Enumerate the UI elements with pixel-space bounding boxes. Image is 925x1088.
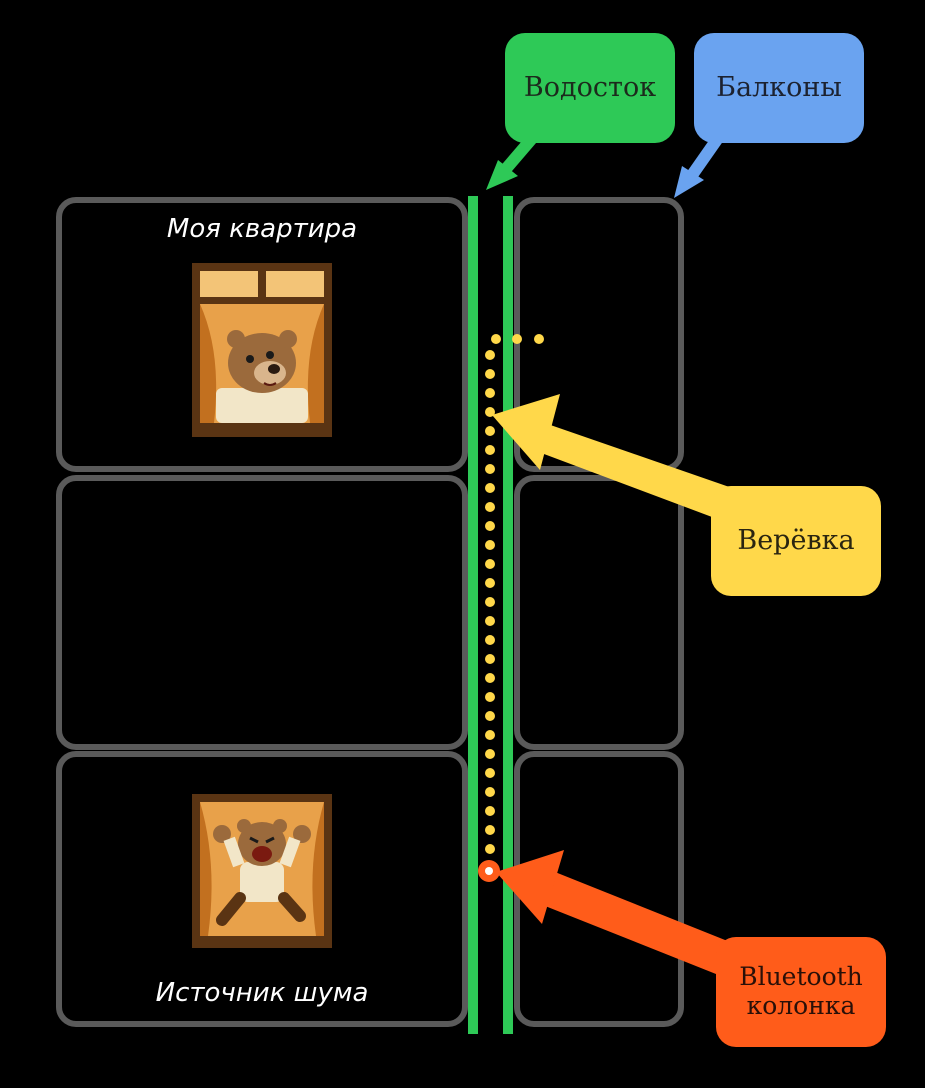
balconies-arrow [674,134,723,198]
noise-source-label: Источник шума [155,978,369,1008]
drainpipe-line-right [503,196,513,1034]
rope-dot [485,768,495,778]
speaker-callout: Bluetooth колонка [716,937,886,1047]
rope-dot [485,445,495,455]
my-apartment-label: Моя квартира [166,214,358,244]
calm-bear-in-window-icon [192,263,332,437]
rope-dot [485,350,495,360]
rope-dot [485,654,495,664]
rope-dot [534,334,544,344]
rope-dot [485,692,495,702]
drainpipe-line-left [468,196,478,1034]
rope-dot [485,559,495,569]
drainpipe-callout: Водосток [505,33,675,143]
speaker-arrow [496,850,740,978]
rope-dot [485,749,495,759]
rope-dot [485,730,495,740]
rope-dot [485,407,495,417]
rope-dot [485,635,495,645]
balcony-box-middle [514,475,684,750]
rope-dotted-line [485,334,544,854]
bluetooth-speaker-marker [478,860,500,882]
rope-dot [485,464,495,474]
rope-dot [485,616,495,626]
rope-dot [485,388,495,398]
rope-dot [485,711,495,721]
rope-dot [512,334,522,344]
rope-dot [485,369,495,379]
apartment-box-top [56,197,468,472]
rope-dot [485,540,495,550]
rope-arrow [492,394,738,520]
rope-dot [485,521,495,531]
rope-dot [485,806,495,816]
rope-dot [485,597,495,607]
apartment-box-bottom [56,751,468,1027]
rope-dot [485,426,495,436]
rope-dot [485,502,495,512]
rope-callout: Верёвка [711,486,881,596]
angry-bear-in-window-icon [192,794,332,948]
rope-dot [485,787,495,797]
rope-dot [491,334,501,344]
rope-dot [485,844,495,854]
rope-dot [485,483,495,493]
rope-dot [485,825,495,835]
drainpipe-arrow [486,131,540,190]
rope-dot [485,578,495,588]
balconies-callout: Балконы [694,33,864,143]
rope-dot [485,673,495,683]
apartment-box-middle [56,475,468,750]
